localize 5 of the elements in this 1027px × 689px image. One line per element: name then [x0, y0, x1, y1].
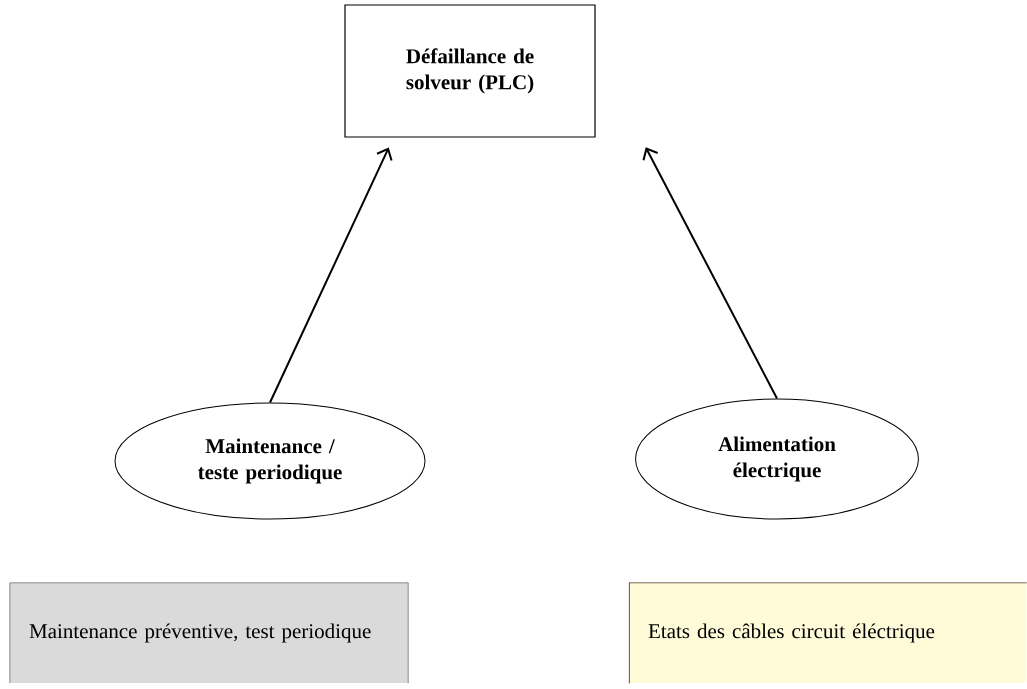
arrow: [269, 147, 393, 404]
detail-box: Etats des câbles circuit éléctrique: [628, 582, 1027, 684]
arrow: [642, 147, 778, 400]
detail-box: Maintenance préventive, test periodique: [9, 582, 409, 684]
process-box: Défaillance de solveur (PLC): [344, 4, 596, 138]
